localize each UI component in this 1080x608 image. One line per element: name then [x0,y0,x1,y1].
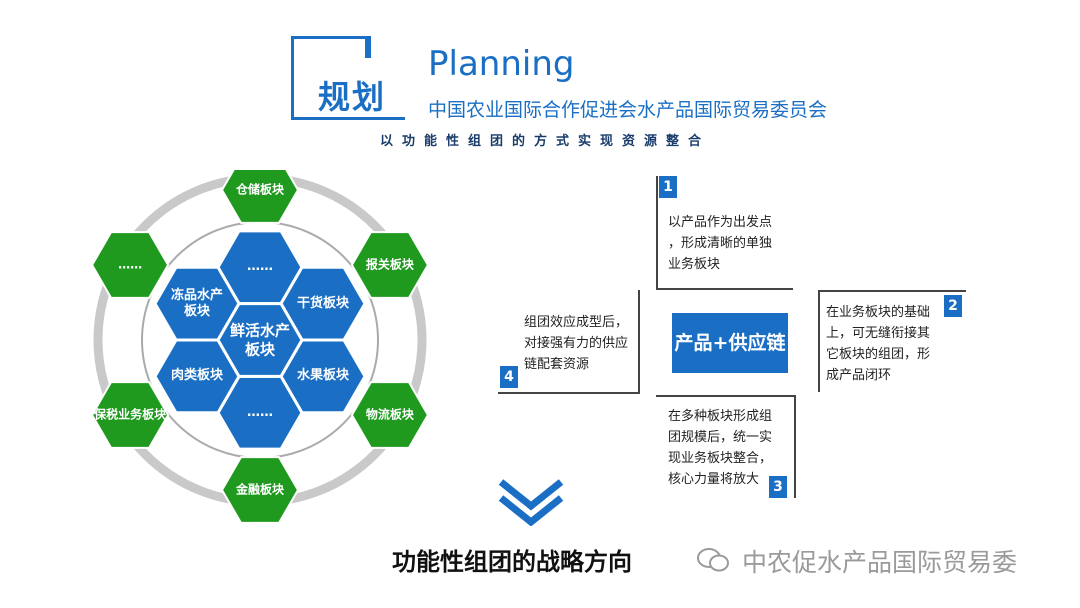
step-1-bracket [656,176,658,288]
outer-hexagon-label: …… [118,257,143,272]
inner-hexagon-label: …… [247,259,273,275]
chevron-down-icon [498,479,564,526]
step-4-number: 4 [500,366,518,388]
outer-hexagon-label: 保税业务板块 [94,407,167,422]
step-2-bracket-top [818,290,966,292]
title-frame [291,36,371,120]
step-3-bracket [794,395,796,498]
inner-hexagon-label: 冻品水产板块 [170,287,224,319]
outer-hexagon-label: 仓储板块 [235,182,285,197]
outer-hexagon [220,456,300,524]
step-4-text: 组团效应成型后，对接强有力的供应链配套资源 [524,315,629,372]
step-2-text: 在业务板块的基础上，可无缝衔接其它板块的组团，形成产品闭环 [826,305,931,383]
step-1-text: 以产品作为出发点，形成清晰的单独业务板块 [668,215,773,272]
step-1-number: 1 [659,176,677,198]
step-4-bracket-base [498,392,640,394]
title-frame-accent [365,36,371,58]
organization-name: 中国农业国际合作促进会水产品国际贸易委员会 [428,99,828,121]
watermark-text: 中农促水产品国际贸易委 [742,548,1018,577]
hexagon-diagram-graphic [90,156,430,524]
page-title-english: Planning [428,44,575,84]
step-2-bracket [818,290,820,392]
title-frame-underline [291,117,405,120]
inner-hexagon-label: …… [247,404,273,420]
inner-hexagon-label: 干货板块 [296,295,350,311]
step-3-bracket-top [656,395,796,397]
wechat-icon [697,548,729,572]
outer-hexagon [90,381,170,449]
center-concept-box: 产品+供应链 [672,313,788,373]
outer-hexagon-label: 金融板块 [235,482,285,497]
step-1-bracket-base [656,288,793,290]
step-3-number: 3 [769,476,787,498]
page-subtitle: 以功能性组团的方式实现资源整合 [380,134,711,149]
step-2-number: 2 [944,295,962,317]
outer-hexagon-label: 报关板块 [365,257,414,272]
inner-hexagon-label: 肉类板块 [170,368,224,384]
strategy-title: 功能性组团的战略方向 [392,548,632,576]
center-hexagon [216,302,304,378]
page-title: 规划 [318,78,387,116]
step-3-text: 在多种板块形成组团规模后，统一实现业务板块整合，核心力量将放大 [668,409,773,487]
outer-hexagon [350,381,430,449]
center-hexagon-label: 鲜活水产板块 [229,321,291,358]
hexagon-diagram: 保税业务板块 …… 仓储板块报关板块物流板块金融板块 …… 干货板块水果板块 …… 肉类板块… [80,156,460,530]
outer-hexagon-label: 物流板块 [365,407,414,422]
inner-hexagon-label: 水果板块 [296,368,350,384]
step-4-bracket [638,290,640,394]
outer-hexagon [350,231,430,299]
outer-hexagon [90,231,170,299]
